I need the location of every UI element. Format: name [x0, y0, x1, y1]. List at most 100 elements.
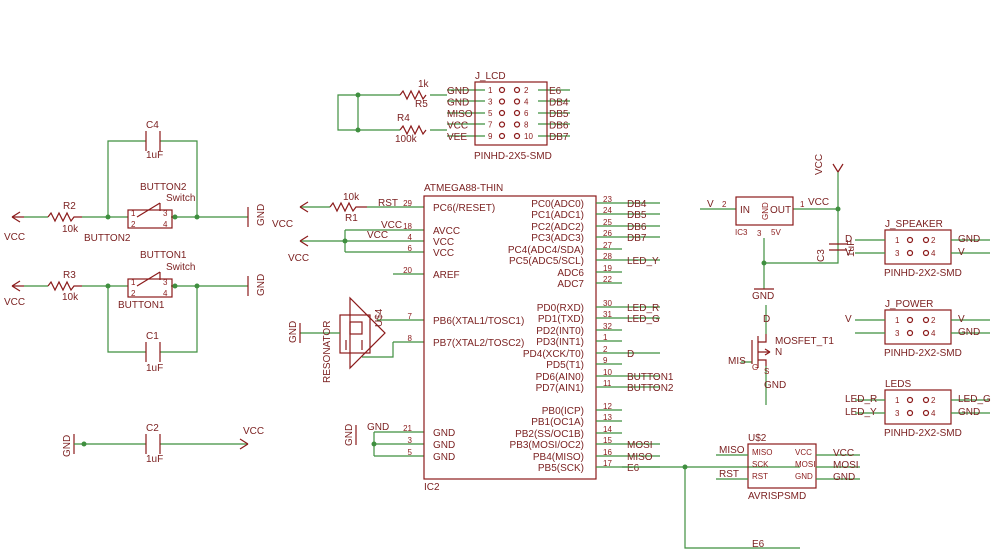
r1-name: R1 [345, 213, 358, 224]
header-pad [906, 396, 914, 404]
mcu-pin-name: PD0(RXD) [537, 303, 584, 314]
mcu-net-label: LED_R [627, 303, 659, 314]
mcu-pin-name: PC4(ADC4/SDA) [508, 245, 584, 256]
j-lcd-net-left: MISO [447, 109, 473, 120]
button2-pin4: 4 [163, 220, 168, 229]
mcu-pin-number: 11 [603, 379, 612, 388]
ic3-gnd: GND [761, 202, 770, 220]
mcu-pin-number: 20 [403, 266, 412, 275]
avrisp-pin-mosi: MOSI [795, 460, 815, 469]
avrisp-u2: U$2 AVRISPSMD MISO VCC SCK MOSI RST GND … [716, 433, 860, 502]
button2-pin2: 2 [131, 220, 136, 229]
header-pad [922, 249, 930, 257]
mcu-pin-number: 16 [603, 448, 612, 457]
mcu-pin-number: 2 [603, 345, 608, 354]
header-pin-right: 4 [931, 329, 936, 338]
r2-value: 10k [62, 224, 79, 235]
j-lcd-footprint: PINHD-2X5-SMD [474, 151, 552, 162]
mcu-pin-name: PB2(SS/OC1B) [515, 429, 584, 440]
header-net-left: D [845, 234, 852, 245]
avrisp-net-rst: RST [719, 469, 739, 480]
mcu-pin-number: 31 [603, 310, 612, 319]
mcu-net-label: BUTTON2 [627, 383, 674, 394]
mcu-net-label: MISO [627, 452, 653, 463]
header-footprint: PINHD-2X2-SMD [884, 428, 962, 439]
mcu-pin-name: ADC7 [557, 279, 584, 290]
mcu-pin-number: 4 [408, 233, 413, 242]
vcc-net-label-mcu2: VCC [381, 220, 402, 231]
vcc-net-label-mcu: VCC [367, 230, 388, 241]
header-pad [906, 329, 914, 337]
mcu-pin-name: PC3(ADC3) [531, 233, 584, 244]
gnd-net-label-mcu: GND [367, 422, 389, 433]
r5-name: R5 [415, 99, 428, 110]
r5-value: 1k [418, 79, 430, 90]
avrisp-ref: U$2 [748, 433, 767, 444]
v-net-ic3: V [707, 199, 714, 210]
header-name: J_POWER [885, 299, 933, 310]
header-net-left: V [845, 314, 852, 325]
mcu-pin-name: PD7(AIN1) [536, 383, 584, 394]
header-pad [906, 409, 914, 417]
header-net-left: LED_R [845, 394, 877, 405]
mcu-name: ATMEGA88-THIN [424, 183, 503, 194]
mosfet-g: G [752, 363, 758, 372]
vcc-label-ic3: VCC [814, 154, 825, 175]
avrisp-net-gnd: GND [833, 472, 855, 483]
vcc-label-b2: VCC [4, 232, 25, 243]
gnd-label-mcu: GND [344, 424, 355, 446]
j-lcd-net-right: DB7 [549, 132, 569, 143]
mcu-net-label: DB4 [627, 199, 647, 210]
mcu-ref: IC2 [424, 482, 440, 493]
header-box [884, 389, 952, 425]
mcu-pin-name: AVCC [433, 226, 460, 237]
mosfet-d: D [763, 314, 770, 325]
j-lcd-net-left: VEE [447, 132, 467, 143]
mcu-pin-number: 19 [603, 264, 612, 273]
mcu-pin-name: PB7(XTAL2/TOSC2) [433, 338, 524, 349]
e6-bottom-net: E6 [752, 539, 765, 550]
r3-name: R3 [63, 270, 76, 281]
button2-type: Switch [166, 193, 195, 204]
ic3-pin-in: 2 [722, 200, 727, 209]
j-lcd-net-left: VCC [447, 121, 468, 132]
ic3-pin-out: 1 [800, 200, 805, 209]
j-lcd-pad [498, 98, 506, 105]
header-box [884, 229, 952, 265]
r3-value: 10k [62, 292, 79, 303]
j-lcd-pad [513, 109, 521, 117]
resonator-name: RESONATOR [322, 321, 333, 383]
vcc-net-ic3: VCC [808, 197, 829, 208]
header-pin-left: 1 [895, 396, 900, 405]
r2-name: R2 [63, 201, 76, 212]
c1-name: C1 [146, 331, 159, 342]
header-pad [922, 409, 930, 417]
header-pad [922, 329, 930, 337]
mcu-pin-name: PC1(ADC1) [531, 210, 584, 221]
mcu-net-label: LED_G [627, 314, 660, 325]
header-net-right: V [958, 314, 965, 325]
mcu-pin-name: VCC [433, 237, 454, 248]
mcu-net-label: D [627, 349, 634, 360]
button1-pin2: 2 [131, 289, 136, 298]
mcu-pin-name: PB5(SCK) [538, 463, 584, 474]
gnd-label-b2: GND [256, 204, 267, 226]
vcc-label-mcu: VCC [288, 253, 309, 264]
mcu-pin-number: 6 [408, 244, 413, 253]
c2-block: GND C2 1uF VCC [62, 423, 264, 465]
avrisp-pin-miso: MISO [752, 448, 772, 457]
button1-type: Switch [166, 262, 195, 273]
header-name: LEDS [885, 379, 911, 390]
c4-value: 1uF [146, 150, 163, 161]
avrisp-net-miso: MISO [719, 445, 745, 456]
button2-pin3: 3 [163, 209, 168, 218]
mcu-net-label: BUTTON1 [627, 372, 674, 383]
button1-name: BUTTON1 [140, 250, 187, 261]
button1-pin1: 1 [131, 278, 136, 287]
mcu-left-wiring: VCC 10k R1 RST VCC VCC VCC GND GND [272, 192, 424, 457]
header-pad [922, 316, 930, 324]
mcu-pin-number: 7 [408, 312, 413, 321]
j-lcd-pin-right: 8 [524, 121, 529, 130]
